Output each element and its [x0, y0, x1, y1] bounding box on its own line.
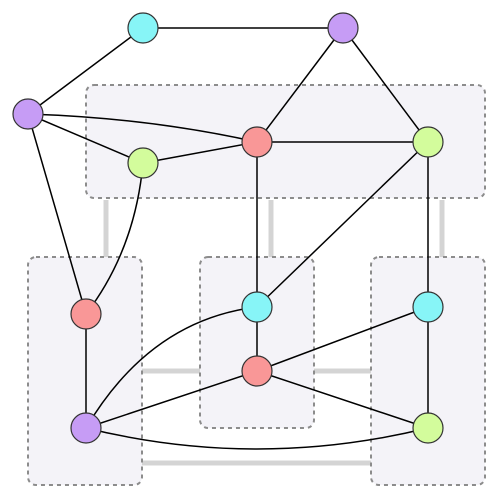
node-bottom-right-green [412, 412, 444, 444]
node-center-cyan [241, 291, 273, 323]
edge-top-right-purple-to-center-red [256, 27, 344, 143]
node-right-green [412, 126, 444, 158]
edge-top-right-purple-to-right-green [342, 27, 429, 143]
edge-right-green-to-center-cyan [256, 141, 429, 308]
graph-edges [27, 27, 429, 450]
edge-bottom-left-purple-to-lower-center-red [85, 370, 258, 429]
edge-left-purple-to-center-red [27, 113, 258, 143]
edge-mid-green-to-left-red [85, 162, 144, 315]
group-connectors [103, 200, 445, 466]
node-lower-center-red [241, 355, 273, 387]
edge-bottom-left-purple-to-bottom-right-green [85, 427, 429, 450]
node-top-left-cyan [127, 12, 159, 44]
edge-top-left-cyan-to-left-purple [27, 27, 144, 115]
edge-mid-green-to-center-red [142, 141, 258, 164]
node-mid-green [127, 147, 159, 179]
node-top-right-purple [327, 12, 359, 44]
edge-lower-center-red-to-bottom-right-green [256, 370, 429, 429]
group-bottom-left [27, 256, 143, 486]
graph-nodes [12, 12, 444, 444]
edge-left-purple-to-mid-green [27, 113, 144, 164]
node-center-red [241, 126, 273, 158]
edge-lower-center-red-to-right-cyan [256, 306, 429, 372]
node-right-cyan [412, 291, 444, 323]
node-left-red [70, 298, 102, 330]
edge-bottom-left-purple-to-center-cyan [85, 306, 258, 429]
node-left-purple [12, 98, 44, 130]
edge-left-purple-to-left-red [27, 113, 87, 315]
node-bottom-left-purple [70, 412, 102, 444]
